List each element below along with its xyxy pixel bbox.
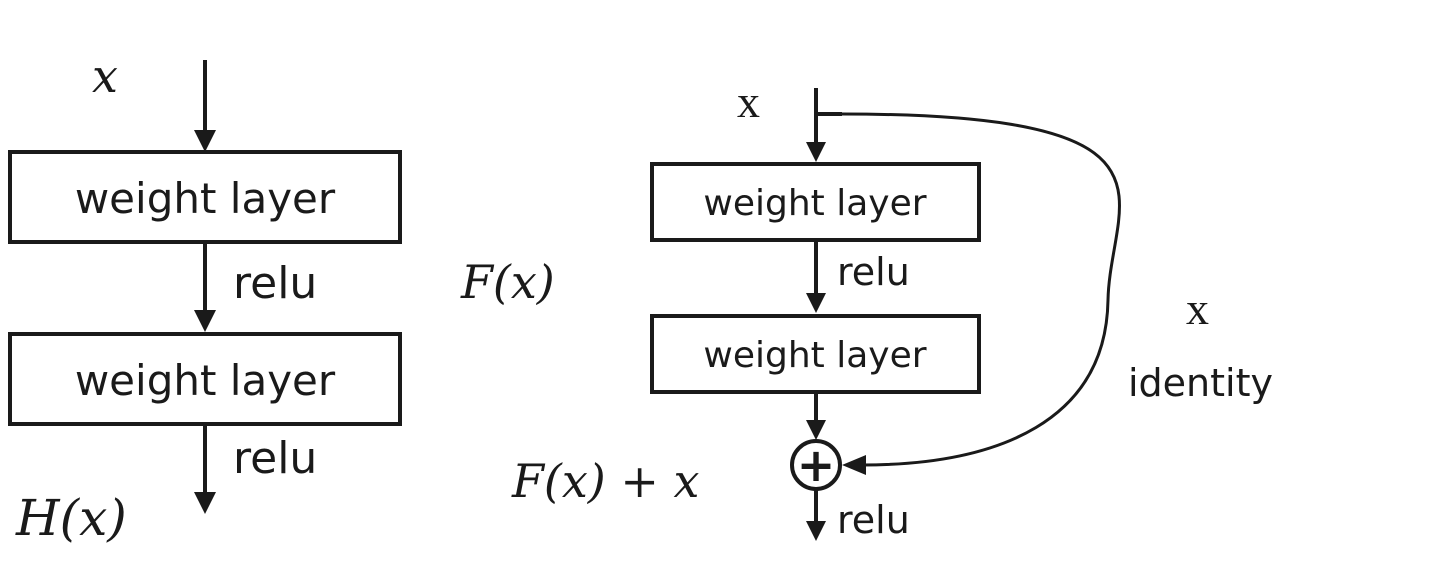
plain-relu-1-arrow-head bbox=[194, 310, 216, 332]
residual-relu-1-label: relu bbox=[837, 250, 910, 294]
shortcut-label: identity bbox=[1128, 361, 1273, 405]
plain-weight-layer-1-label: weight layer bbox=[75, 174, 336, 223]
plain-weight-layer-2-label: weight layer bbox=[75, 356, 336, 405]
residual-sum-label: F(x) + x bbox=[511, 454, 700, 508]
residual-input-arrow-head bbox=[806, 142, 826, 162]
plain-output-label: H(x) bbox=[15, 489, 127, 547]
residual-input-label: x bbox=[737, 76, 760, 127]
plain-weight-layer-2 bbox=[8, 332, 402, 426]
residual-function-label: F(x) bbox=[460, 255, 555, 309]
shortcut-value-label: x bbox=[1186, 283, 1209, 334]
plain-weight-layer-1 bbox=[8, 150, 402, 244]
plain-relu-2-label: relu bbox=[233, 433, 317, 484]
plain-input-label: x bbox=[92, 49, 118, 103]
plain-input-arrow-head bbox=[194, 130, 216, 152]
residual-weight-layer-2-label: weight layer bbox=[703, 335, 926, 376]
plain-relu-1-label: relu bbox=[233, 258, 317, 309]
residual-weight-layer-1-label: weight layer bbox=[703, 183, 926, 224]
residual-relu-out-label: relu bbox=[837, 498, 910, 542]
addition-node-symbol: + bbox=[797, 438, 836, 492]
residual-weight-layer-2 bbox=[650, 314, 981, 394]
residual-weight-layer-1 bbox=[650, 162, 981, 242]
residual-out-arrow-head bbox=[806, 521, 826, 541]
plain-block: x weight layer relu weight layer relu H(… bbox=[8, 49, 402, 547]
plain-relu-2-arrow-head bbox=[194, 492, 216, 514]
residual-relu-1-arrow-head bbox=[806, 293, 826, 313]
identity-shortcut-curve bbox=[841, 112, 1121, 467]
residual-block: x weight layer relu F(x) weight layer + … bbox=[460, 76, 1273, 542]
residual-sum-arrow-head bbox=[806, 420, 826, 440]
identity-shortcut-arrow-head bbox=[842, 455, 866, 475]
